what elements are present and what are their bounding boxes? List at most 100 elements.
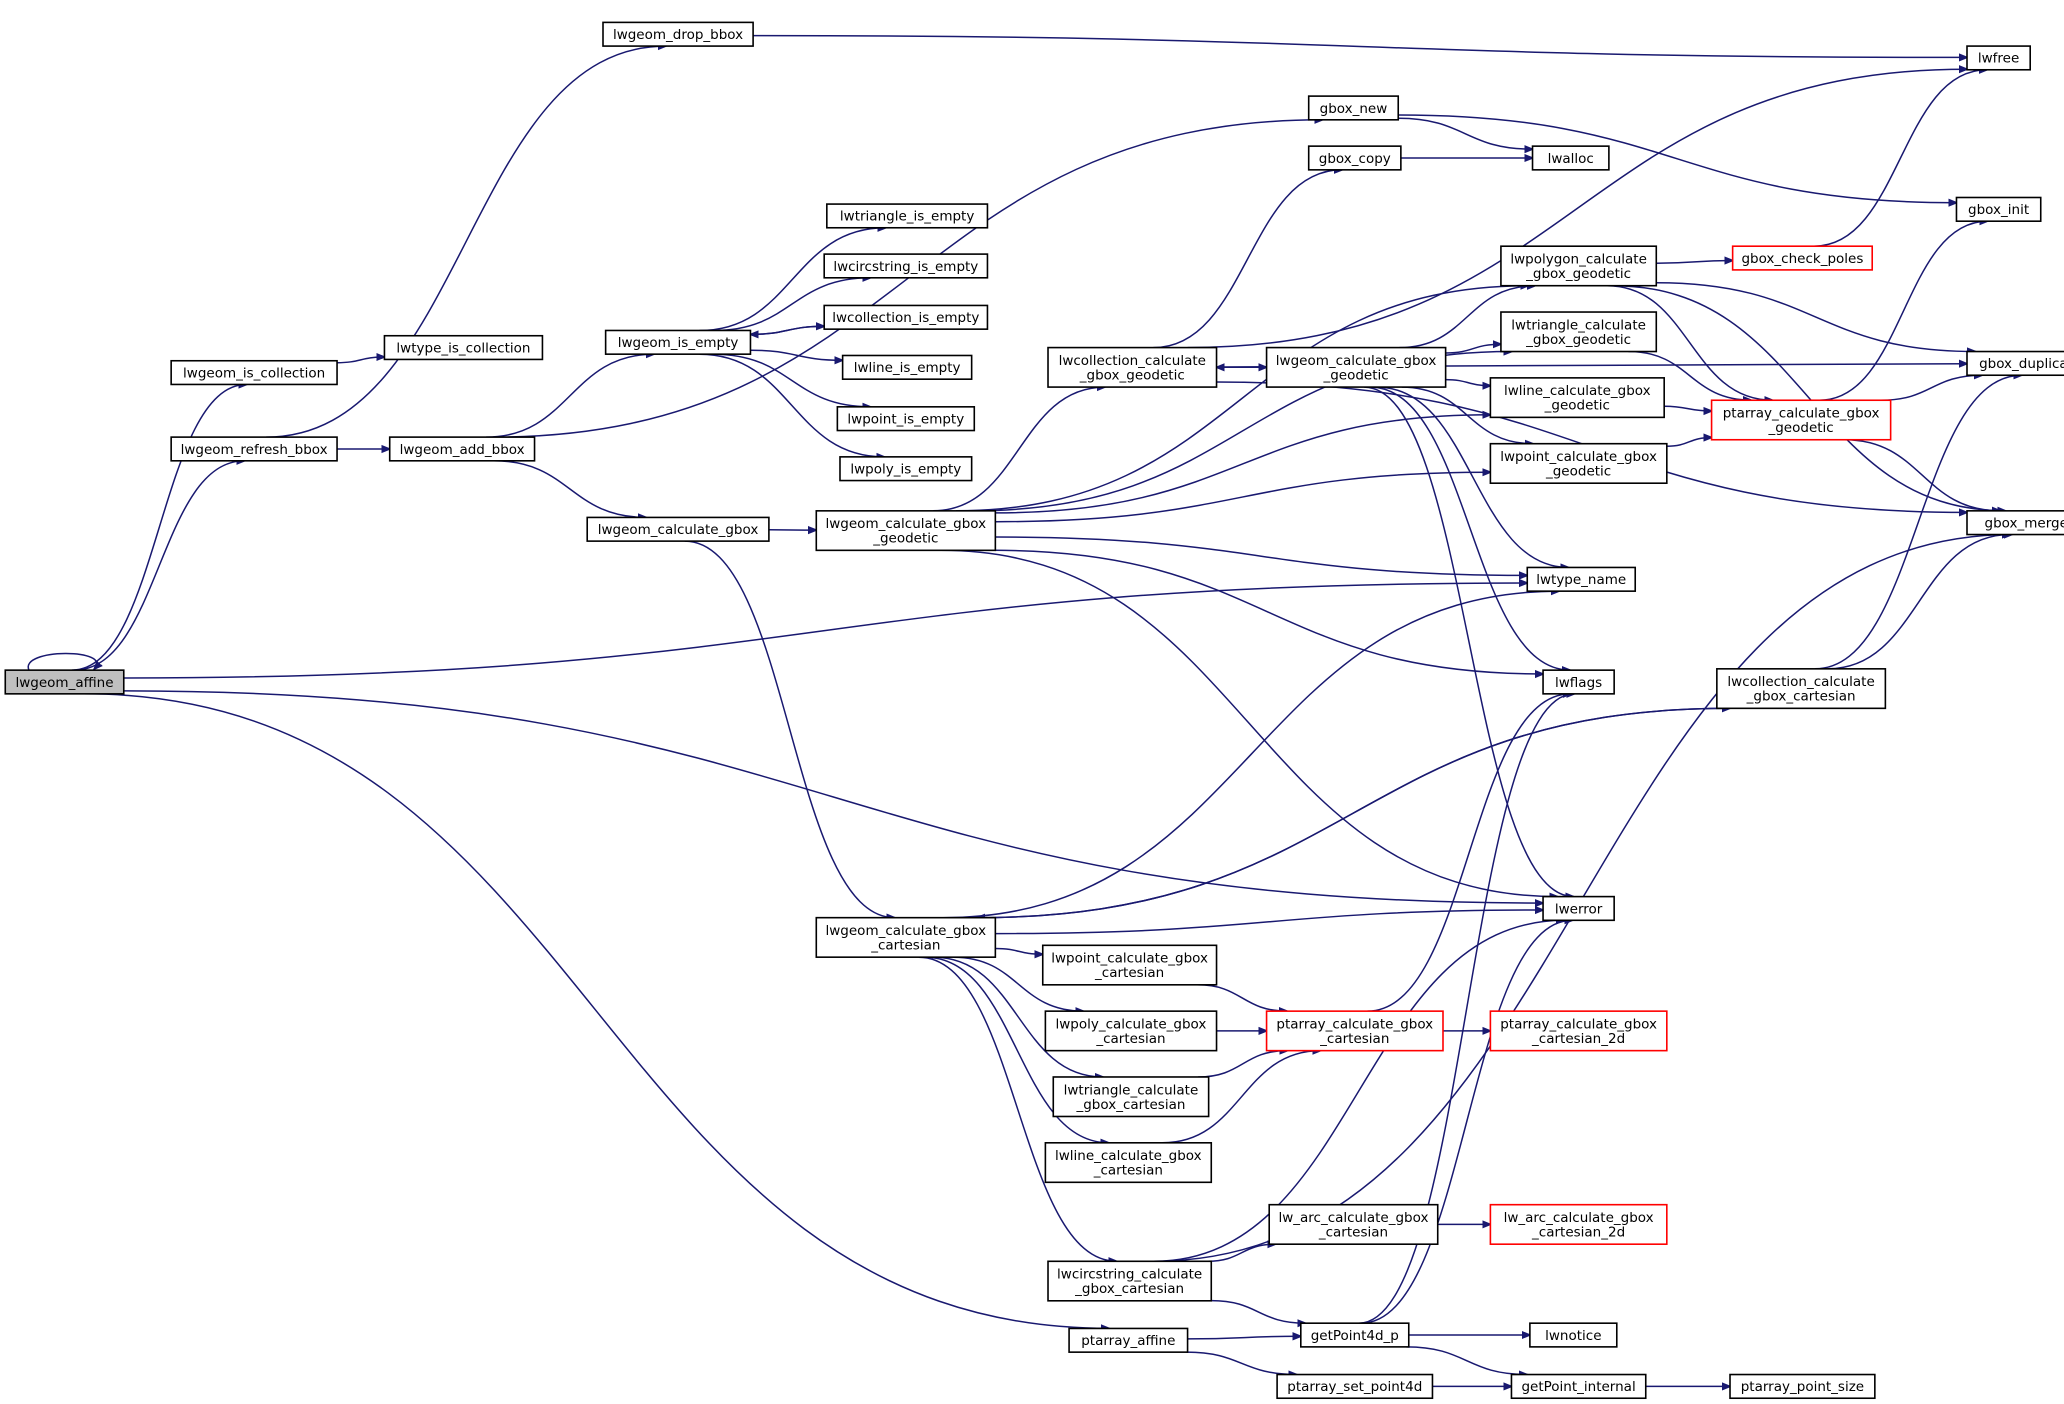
node-box[interactable] <box>1500 311 1658 353</box>
node-ptarray_point_size[interactable]: ptarray_point_size <box>1729 1373 1876 1400</box>
node-lwpolygon_calculate_gbox_geodetic[interactable]: lwpolygon_calculate_gbox_geodetic <box>1500 245 1658 287</box>
node-box[interactable] <box>1052 1076 1210 1118</box>
node-box[interactable] <box>1526 566 1637 592</box>
node-lwpoint_calculate_gbox_cartesian[interactable]: lwpoint_calculate_gbox_cartesian <box>1041 944 1218 986</box>
node-lwgeom_is_empty[interactable]: lwgeom_is_empty <box>604 329 752 355</box>
node-lwgeom_is_collection[interactable]: lwgeom_is_collection <box>170 359 338 386</box>
node-box[interactable] <box>823 253 989 279</box>
node-box[interactable] <box>1300 1322 1410 1348</box>
node-lwtriangle_calculate_gbox_geodetic[interactable]: lwtriangle_calculate_gbox_geodetic <box>1500 311 1658 353</box>
node-box[interactable] <box>383 334 544 361</box>
node-box[interactable] <box>1731 245 1874 271</box>
node-lwalloc[interactable]: lwalloc <box>1531 145 1610 171</box>
node-lwgeom_calculate_gbox_geodetic[interactable]: lwgeom_calculate_gbox_geodetic <box>815 510 997 552</box>
node-box[interactable] <box>1307 95 1400 121</box>
node-lwtype_is_collection[interactable]: lwtype_is_collection <box>383 334 544 361</box>
node-box[interactable] <box>170 436 338 462</box>
node-box[interactable] <box>1710 399 1892 441</box>
node-box[interactable] <box>815 510 997 552</box>
node-lwline_calculate_gbox_geodetic[interactable]: lwline_calculate_gbox_geodetic <box>1489 377 1665 419</box>
node-lwcollection_is_empty[interactable]: lwcollection_is_empty <box>823 304 989 330</box>
node-gbox_merge[interactable]: gbox_merge <box>1966 510 2064 536</box>
node-box[interactable] <box>1041 944 1218 986</box>
node-lwgeom_refresh_bbox[interactable]: lwgeom_refresh_bbox <box>170 436 338 462</box>
node-gbox_duplicate[interactable]: gbox_duplicate <box>1966 350 2064 377</box>
node-ptarray_calculate_gbox_geodetic[interactable]: ptarray_calculate_gbox_geodetic <box>1710 399 1892 441</box>
node-lwpoint_calculate_gbox_geodetic[interactable]: lwpoint_calculate_gbox_geodetic <box>1489 442 1668 484</box>
node-box[interactable] <box>815 916 997 958</box>
node-box[interactable] <box>1489 377 1665 419</box>
node-lwtype_name[interactable]: lwtype_name <box>1526 566 1637 592</box>
node-box[interactable] <box>1955 196 2042 222</box>
node-box[interactable] <box>602 21 754 47</box>
node-box[interactable] <box>1307 145 1402 171</box>
node-ptarray_set_point4d[interactable]: ptarray_set_point4d <box>1276 1373 1434 1400</box>
node-box[interactable] <box>826 203 989 229</box>
node-lwgeom_add_bbox[interactable]: lwgeom_add_bbox <box>388 436 536 462</box>
node-box[interactable] <box>1542 669 1615 695</box>
node-lwcircstring_is_empty[interactable]: lwcircstring_is_empty <box>823 253 989 279</box>
node-lwpoly_is_empty[interactable]: lwpoly_is_empty <box>839 456 973 482</box>
node-lwtriangle_calculate_gbox_cartesian[interactable]: lwtriangle_calculate_gbox_cartesian <box>1052 1076 1210 1118</box>
node-box[interactable] <box>388 436 536 462</box>
node-box[interactable] <box>1047 1260 1213 1302</box>
node-lwgeom_calculate_gbox_cartesian[interactable]: lwgeom_calculate_gbox_cartesian <box>815 916 997 958</box>
node-lwline_is_empty[interactable]: lwline_is_empty <box>841 354 973 380</box>
node-box[interactable] <box>1268 1203 1439 1245</box>
node-ptarray_affine[interactable]: ptarray_affine <box>1068 1327 1189 1353</box>
node-box[interactable] <box>1729 1373 1876 1400</box>
node-box[interactable] <box>1531 145 1610 171</box>
node-box[interactable] <box>1966 350 2064 377</box>
node-box[interactable] <box>1542 895 1615 922</box>
node-lwcircstring_calculate_gbox_cartesian[interactable]: lwcircstring_calculate_gbox_cartesian <box>1047 1260 1213 1302</box>
node-lwerror[interactable]: lwerror <box>1542 895 1615 922</box>
node-box[interactable] <box>1716 668 1887 710</box>
node-box[interactable] <box>1966 45 2031 71</box>
node-getPoint4d_p[interactable]: getPoint4d_p <box>1300 1322 1410 1348</box>
node-box[interactable] <box>1966 510 2064 536</box>
node-gbox_new[interactable]: gbox_new <box>1307 95 1400 121</box>
node-box[interactable] <box>1489 1203 1668 1245</box>
node-box[interactable] <box>836 406 976 432</box>
node-box[interactable] <box>1489 442 1668 484</box>
node-box[interactable] <box>1510 1373 1647 1400</box>
node-box[interactable] <box>4 669 125 695</box>
node-lwgeom_affine[interactable]: lwgeom_affine <box>4 669 125 695</box>
node-lwgeom_calculate_gbox[interactable]: lwgeom_calculate_gbox <box>586 516 770 542</box>
node-box[interactable] <box>1276 1373 1434 1400</box>
node-lwtriangle_is_empty[interactable]: lwtriangle_is_empty <box>826 203 989 229</box>
node-lwflags[interactable]: lwflags <box>1542 669 1615 695</box>
node-box[interactable] <box>839 456 973 482</box>
node-box[interactable] <box>1265 1010 1444 1052</box>
node-box[interactable] <box>1044 1142 1213 1184</box>
node-box[interactable] <box>1047 346 1218 388</box>
node-lwpoly_calculate_gbox_cartesian[interactable]: lwpoly_calculate_gbox_cartesian <box>1044 1010 1218 1052</box>
node-box[interactable] <box>604 329 752 355</box>
node-box[interactable] <box>823 304 989 330</box>
node-box[interactable] <box>1044 1010 1218 1052</box>
node-lwpoint_is_empty[interactable]: lwpoint_is_empty <box>836 406 976 432</box>
node-box[interactable] <box>841 354 973 380</box>
node-ptarray_calculate_gbox_cartesian_2d[interactable]: ptarray_calculate_gbox_cartesian_2d <box>1489 1010 1668 1052</box>
node-box[interactable] <box>1500 245 1658 287</box>
node-box[interactable] <box>1529 1322 1618 1348</box>
node-lwcollection_calculate_gbox_geodetic[interactable]: lwcollection_calculate_gbox_geodetic <box>1047 346 1218 388</box>
node-box[interactable] <box>170 359 338 386</box>
node-getPoint_internal[interactable]: getPoint_internal <box>1510 1373 1647 1400</box>
node-lw_arc_calculate_gbox_cartesian_2d[interactable]: lw_arc_calculate_gbox_cartesian_2d <box>1489 1203 1668 1245</box>
node-lwline_calculate_gbox_cartesian[interactable]: lwline_calculate_gbox_cartesian <box>1044 1142 1213 1184</box>
node-box[interactable] <box>1068 1327 1189 1353</box>
node-lw_arc_calculate_gbox_cartesian[interactable]: lw_arc_calculate_gbox_cartesian <box>1268 1203 1439 1245</box>
node-box[interactable] <box>1265 346 1447 388</box>
node-box[interactable] <box>586 516 770 542</box>
node-box[interactable] <box>1489 1010 1668 1052</box>
node-lwgeom_calculate_gbox_geodetic2[interactable]: lwgeom_calculate_gbox_geodetic <box>1265 346 1447 388</box>
node-lwcollection_calculate_gbox_cartesian[interactable]: lwcollection_calculate_gbox_cartesian <box>1716 668 1887 710</box>
node-gbox_init[interactable]: gbox_init <box>1955 196 2042 222</box>
node-ptarray_calculate_gbox_cartesian[interactable]: ptarray_calculate_gbox_cartesian <box>1265 1010 1444 1052</box>
node-lwnotice[interactable]: lwnotice <box>1529 1322 1618 1348</box>
node-lwgeom_drop_bbox[interactable]: lwgeom_drop_bbox <box>602 21 754 47</box>
node-lwfree[interactable]: lwfree <box>1966 45 2031 71</box>
node-gbox_copy[interactable]: gbox_copy <box>1307 145 1402 171</box>
node-gbox_check_poles[interactable]: gbox_check_poles <box>1731 245 1874 271</box>
